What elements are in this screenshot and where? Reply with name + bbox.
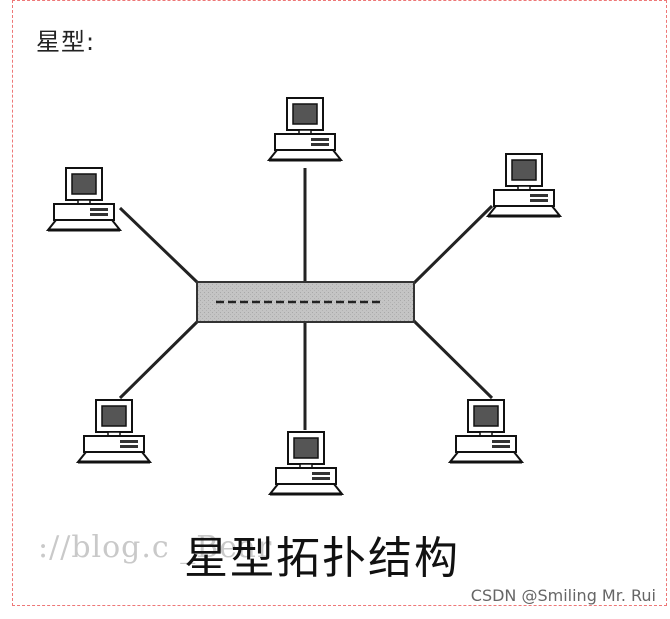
diagram-caption: 星型拓扑结构 xyxy=(184,533,460,584)
computer-icon xyxy=(486,152,562,218)
section-heading: 星型: xyxy=(36,28,96,56)
source-credit: CSDN @Smiling Mr. Rui xyxy=(470,586,656,605)
network-links xyxy=(118,168,494,430)
central-hub xyxy=(196,281,415,323)
computer-icon xyxy=(268,430,344,496)
link-bottom-left xyxy=(118,319,200,400)
computer-icon xyxy=(76,398,152,464)
computer-icon xyxy=(267,96,343,162)
link-bottom-right xyxy=(412,319,494,400)
content-frame xyxy=(12,0,667,606)
link-top-left xyxy=(118,206,200,285)
computer-icon xyxy=(46,166,122,232)
link-top-right xyxy=(412,204,494,285)
watermark-url: ://blog.c _Bear xyxy=(38,530,273,565)
computer-icon xyxy=(448,398,524,464)
